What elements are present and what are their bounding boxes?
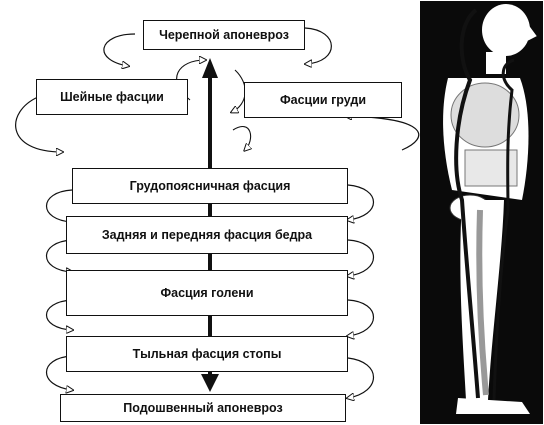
arrowhead-down (201, 374, 219, 392)
box-plantar-aponeurosis: Подошвенный апоневроз (60, 394, 346, 422)
label-cranial-aponeurosis: Черепной апоневроз (157, 28, 291, 42)
body-illustration (420, 1, 543, 424)
box-cranial-aponeurosis: Черепной апоневроз (143, 20, 305, 50)
label-neck-fascia: Шейные фасции (58, 90, 166, 104)
label-thigh-fascia: Задняя и передняя фасция бедра (99, 228, 315, 242)
box-neck-fascia: Шейные фасции (36, 79, 188, 115)
box-thigh-fascia: Задняя и передняя фасция бедра (66, 216, 348, 254)
left-loop-arrows (15, 33, 136, 390)
label-chest-fascia: Фасции груди (277, 93, 369, 107)
box-thoracolumbar-fascia: Грудопоясничная фасция (72, 168, 348, 204)
box-shin-fascia: Фасция голени (66, 270, 348, 316)
label-thoracolumbar-fascia: Грудопоясничная фасция (127, 179, 293, 193)
label-dorsal-foot-fascia: Тыльная фасция стопы (130, 347, 284, 361)
arrowhead-up (202, 58, 218, 78)
label-shin-fascia: Фасция голени (158, 286, 256, 300)
box-chest-fascia: Фасции груди (244, 82, 402, 118)
box-dorsal-foot-fascia: Тыльная фасция стопы (66, 336, 348, 372)
label-plantar-aponeurosis: Подошвенный апоневроз (121, 401, 285, 415)
